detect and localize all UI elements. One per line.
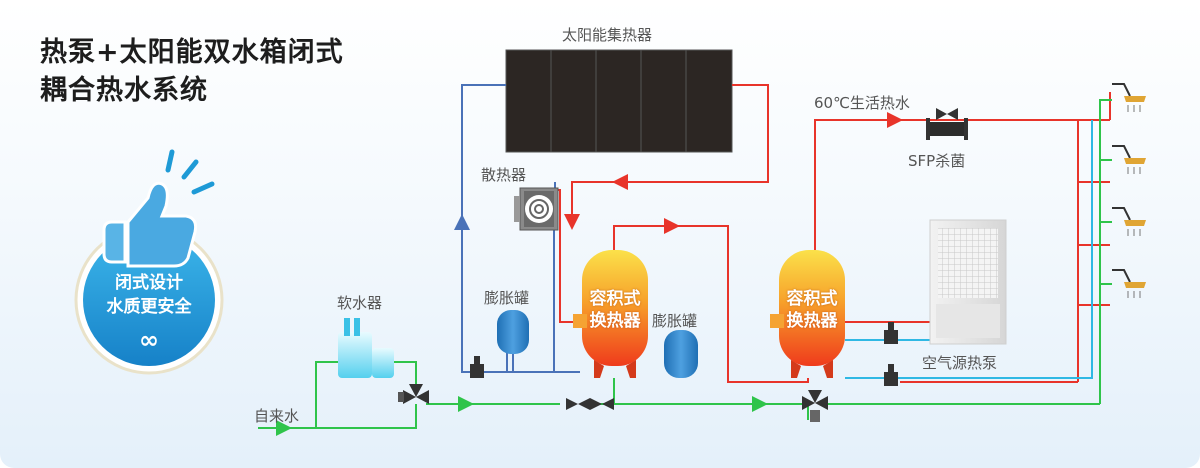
burst-lines [165, 149, 215, 195]
cold-pipes [258, 99, 1112, 436]
gate-valve-1 [566, 398, 590, 410]
sfp-sterilizer [926, 108, 968, 140]
expansion-tank-2-label: 膨胀罐 [652, 312, 698, 330]
radiator-label: 散热器 [481, 166, 527, 184]
three-way-valve-inlet [398, 384, 429, 404]
expansion-tank-2 [664, 330, 698, 378]
tank-1-line-2: 换热器 [589, 311, 641, 331]
title-line-1: 热泵+太阳能双水箱闭式 [40, 37, 344, 68]
air-source-heat-pump [929, 219, 1007, 345]
pump-heatpump-2 [884, 364, 898, 386]
badge-line-1: 闭式设计 [115, 273, 183, 293]
safety-badge [74, 149, 224, 375]
badge-line-2: 水质更安全 [106, 297, 192, 317]
hot-pipes [555, 84, 1111, 383]
tank-2-line-1: 容积式 [786, 289, 838, 309]
tank-1-label: 容积式 换热器 [579, 288, 651, 332]
tank-2-label: 容积式 换热器 [776, 288, 848, 332]
soft-water-label: 软水器 [337, 294, 383, 312]
thumbs-up-icon [102, 181, 198, 268]
expansion-tank-1 [497, 310, 529, 372]
title-line-2: 耦合热水系统 [40, 75, 208, 106]
water-softener [338, 318, 394, 378]
volumetric-heat-exchanger-2 [770, 250, 845, 378]
tank-1-line-1: 容积式 [589, 289, 641, 309]
shower-2-icon [1112, 145, 1146, 174]
infinity-icon: ∞ [139, 326, 159, 354]
hot-water-label: 60℃生活热水 [814, 94, 910, 112]
page-title: 热泵+太阳能双水箱闭式 耦合热水系统 [40, 34, 344, 110]
radiator [514, 187, 559, 231]
sfp-label: SFP杀菌 [908, 152, 966, 170]
pump-heatpump-1 [884, 322, 898, 344]
volumetric-heat-exchanger-1 [573, 250, 648, 378]
solar-collector [505, 49, 733, 153]
tank-2-line-2: 换热器 [786, 311, 838, 331]
gate-valve-2 [590, 398, 614, 410]
shower-3-icon [1112, 207, 1146, 236]
shower-4-icon [1112, 269, 1146, 298]
shower-1-icon [1112, 83, 1146, 112]
pump-solar [470, 356, 484, 378]
tap-water-label: 自来水 [254, 407, 300, 425]
solar-collector-label: 太阳能集热器 [562, 26, 653, 44]
expansion-tank-1-label: 膨胀罐 [484, 289, 530, 307]
three-way-valve-mixing [802, 390, 828, 422]
heat-pump-label: 空气源热泵 [922, 354, 998, 372]
